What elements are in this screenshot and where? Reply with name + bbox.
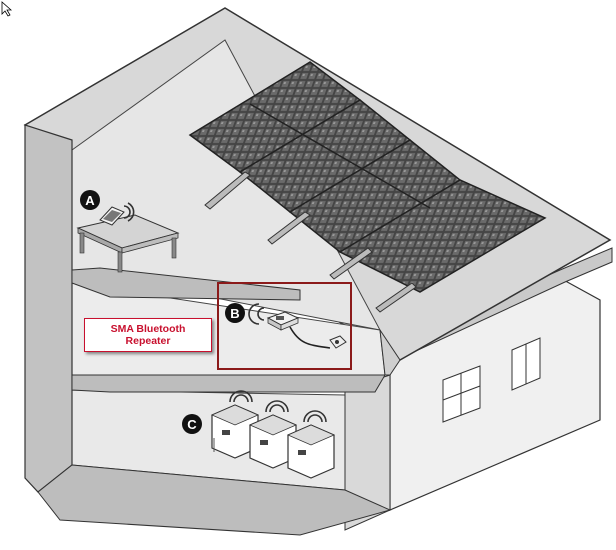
badge-b-label: B xyxy=(230,306,239,321)
power-plug-icon xyxy=(329,335,347,349)
window xyxy=(442,337,541,423)
repeater-callout: SMA Bluetooth Repeater xyxy=(84,318,212,352)
mounting-rail xyxy=(204,171,417,313)
badge-c-label: C xyxy=(187,417,197,432)
wireless-signal-icon xyxy=(248,303,265,325)
wireless-signal-icon xyxy=(123,202,135,222)
solar-panel xyxy=(338,179,547,293)
inverter-icon xyxy=(210,404,260,459)
badge-c: C xyxy=(182,414,202,434)
inverter-icon xyxy=(248,414,298,469)
inverter-icon xyxy=(286,424,336,479)
badge-b: B xyxy=(225,303,245,323)
right-cut-wall xyxy=(379,329,401,376)
badge-a: A xyxy=(80,190,100,210)
cursor-icon xyxy=(1,1,13,17)
upper-floor xyxy=(71,267,301,301)
left-wall xyxy=(24,124,73,493)
ground-floor xyxy=(37,464,392,536)
power-cable xyxy=(289,326,331,349)
wireless-signal-icon xyxy=(229,390,327,423)
badge-a-label: A xyxy=(85,193,95,208)
computer-icon xyxy=(99,206,125,226)
callout-line-2: Repeater xyxy=(125,335,171,347)
middle-floor xyxy=(71,374,386,393)
repeater-highlight-frame xyxy=(217,282,352,370)
callout-line-1: SMA Bluetooth xyxy=(110,323,186,335)
inverter-group xyxy=(210,390,336,479)
table xyxy=(76,214,180,273)
solar-array xyxy=(188,61,547,313)
repeater-icon xyxy=(266,311,300,331)
